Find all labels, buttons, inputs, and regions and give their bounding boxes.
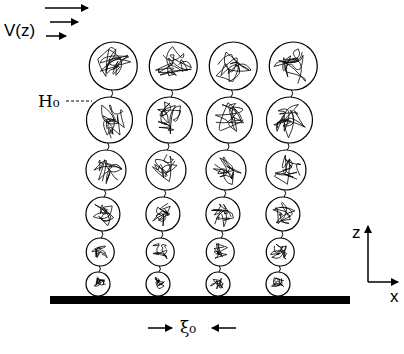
blob	[146, 97, 192, 143]
spacing-arrow	[148, 327, 172, 329]
substrate	[50, 296, 350, 304]
chain-link	[219, 266, 221, 272]
axis-label: x	[390, 288, 399, 305]
coil	[92, 246, 107, 258]
blob	[149, 42, 197, 90]
spacing-arrow	[212, 327, 236, 329]
coil	[214, 244, 227, 259]
coil	[216, 52, 251, 82]
coil	[153, 244, 167, 259]
blob	[146, 150, 186, 190]
coil	[156, 47, 192, 76]
chain-link	[291, 90, 293, 97]
blob	[86, 197, 120, 231]
chain-link	[231, 90, 233, 97]
blob	[146, 272, 170, 296]
coil	[153, 154, 178, 181]
chain-link	[161, 231, 163, 238]
coil	[274, 155, 300, 184]
z-axis	[367, 226, 369, 282]
coil	[215, 103, 243, 132]
spacing-label: ξ₀	[180, 319, 196, 336]
coil	[94, 277, 106, 287]
coil	[273, 202, 295, 223]
x-axis	[368, 281, 398, 283]
blob	[266, 272, 290, 296]
coil	[274, 49, 306, 84]
flow-arrow	[50, 21, 78, 23]
chain-link	[171, 90, 173, 97]
blob	[269, 42, 317, 90]
coil	[213, 157, 241, 185]
blob-chains	[86, 42, 317, 296]
chain-link	[287, 143, 289, 150]
velocity-label: V(z)	[4, 22, 35, 39]
chain-link	[224, 190, 226, 197]
chain-link	[164, 190, 166, 197]
chain-link	[284, 190, 286, 197]
chain-link	[221, 231, 223, 238]
coil	[272, 278, 284, 287]
blob	[86, 97, 132, 143]
chain-link	[167, 143, 169, 150]
coil	[98, 47, 131, 76]
chain-link	[111, 90, 113, 97]
coil	[153, 203, 170, 226]
chain-link	[281, 231, 283, 238]
coil	[211, 204, 233, 226]
chain-link	[279, 266, 281, 272]
blob	[206, 150, 246, 190]
blob	[146, 197, 180, 231]
chain-link	[227, 143, 229, 150]
blob	[146, 238, 174, 266]
height-label: H₀	[38, 93, 60, 110]
chain-link	[104, 190, 106, 197]
chain-link	[159, 266, 161, 272]
blob	[86, 272, 110, 296]
blob	[206, 272, 230, 296]
blob	[206, 197, 240, 231]
chain-link	[99, 266, 101, 272]
chain-link	[107, 143, 109, 150]
blob	[266, 97, 312, 143]
blob	[206, 97, 252, 143]
blob	[266, 150, 306, 190]
blob	[86, 238, 114, 266]
flow-arrow	[45, 7, 88, 9]
blob	[209, 42, 257, 90]
blob	[266, 238, 294, 266]
blob	[206, 238, 234, 266]
coil	[94, 160, 122, 184]
coil	[93, 205, 113, 226]
coil	[158, 102, 181, 134]
coil	[210, 278, 223, 289]
flow-arrow	[46, 35, 66, 37]
height-marker	[66, 101, 92, 102]
chain-link	[101, 231, 103, 238]
coil	[271, 244, 287, 259]
coil	[102, 105, 125, 138]
blob	[89, 42, 137, 90]
axis-label: z	[352, 224, 361, 241]
coil	[274, 105, 305, 138]
blob	[266, 197, 300, 231]
coil	[155, 277, 164, 289]
blob	[86, 150, 126, 190]
